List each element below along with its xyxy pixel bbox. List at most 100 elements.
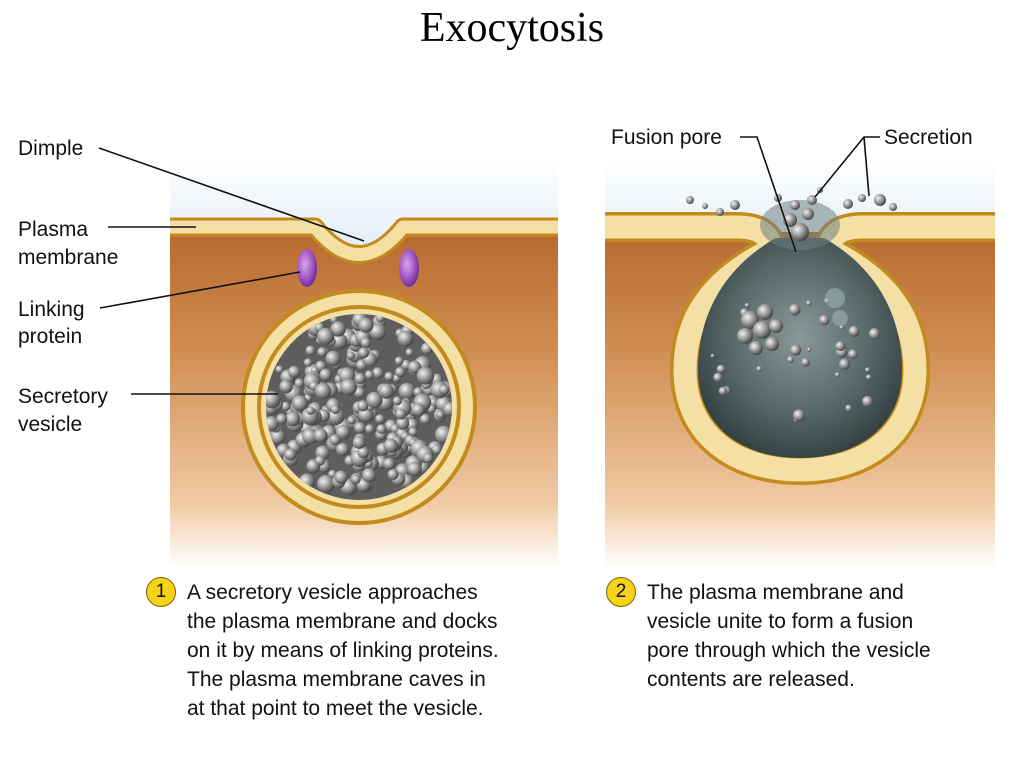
secretory-granule	[376, 424, 387, 434]
secretion-granule	[791, 223, 809, 241]
secretory-granule	[372, 367, 384, 379]
secretory-granule	[868, 328, 881, 340]
secretory-granule	[369, 323, 387, 340]
step-1-caption: A secretory vesicle approaches the plasm…	[187, 578, 499, 723]
secretory-granule	[807, 347, 812, 352]
secretory-granule	[845, 404, 853, 412]
slide-title: Exocytosis	[419, 5, 605, 51]
caption-line: A secretory vesicle approaches	[187, 581, 478, 604]
secretory-granule	[281, 401, 291, 412]
linking-protein-left	[297, 249, 317, 287]
secretory-granule	[360, 337, 371, 348]
secretory-granule	[303, 358, 313, 367]
secretory-granule	[358, 317, 374, 333]
caption-line: The plasma membrane and	[647, 581, 904, 604]
secretory-granule	[408, 360, 422, 374]
secretory-granule	[405, 348, 414, 357]
label-plasma-membrane-line1: Plasma	[18, 218, 88, 241]
secretory-granule	[737, 328, 753, 344]
secretory-granule	[710, 353, 715, 358]
secretory-granule	[387, 468, 399, 480]
label-linking-protein-line1: Linking	[18, 298, 85, 321]
secretory-granule	[416, 367, 435, 385]
caption-line: The plasma membrane caves in	[187, 668, 486, 691]
secretory-granule	[315, 360, 327, 372]
panel-1-leader-lines	[98, 147, 365, 395]
secretory-granule	[832, 310, 848, 326]
secretory-granule	[419, 413, 431, 425]
secretion-granule	[730, 200, 740, 210]
secretory-granule	[848, 349, 858, 360]
secretory-granule	[801, 358, 810, 367]
secretory-granule	[408, 427, 418, 437]
secretion-granule	[686, 196, 694, 204]
caption-line: the plasma membrane and docks	[187, 610, 498, 633]
secretory-granule	[340, 378, 357, 396]
secretory-granule	[317, 327, 335, 345]
secretory-granule	[305, 345, 316, 356]
secretory-granule	[866, 374, 872, 381]
secretory-granule	[266, 390, 281, 409]
secretory-granule	[336, 442, 350, 456]
secretion-granule	[802, 208, 814, 220]
secretory-granule	[431, 444, 442, 455]
secretion-granule	[858, 194, 866, 202]
secretion-granule	[874, 194, 886, 206]
secretory-granule	[793, 409, 805, 422]
label-dimple: Dimple	[18, 137, 83, 160]
secretory-granule	[392, 396, 402, 406]
secretory-granule	[331, 333, 348, 350]
secretory-granule	[397, 330, 414, 347]
label-plasma-membrane-line2: membrane	[18, 246, 118, 269]
secretory-granule	[352, 436, 366, 449]
secretory-granule	[835, 341, 846, 352]
panel-1-illustration	[170, 155, 558, 568]
secretory-granule	[788, 303, 801, 316]
secretory-granule	[839, 325, 845, 330]
caption-line: vesicle unite to form a fusion	[647, 610, 914, 633]
secretory-granule	[365, 424, 375, 434]
secretory-granule	[358, 347, 370, 359]
caption-line: contents are released.	[647, 668, 855, 691]
secretory-granule	[765, 337, 779, 351]
secretory-granule	[862, 395, 874, 407]
secretory-granule	[284, 448, 297, 461]
secretory-granule	[439, 384, 450, 395]
secretory-granule	[865, 367, 871, 373]
secretory-granule	[375, 414, 385, 424]
secretory-granule	[407, 461, 422, 477]
secretory-granule	[769, 319, 783, 333]
secretory-granule	[383, 457, 396, 470]
label-linking-protein-line2: protein	[18, 325, 82, 348]
secretory-granule	[378, 383, 394, 399]
secretory-granule	[317, 347, 328, 357]
secretory-granule	[325, 350, 341, 367]
secretory-granule	[753, 321, 771, 339]
secretory-granule	[330, 321, 346, 337]
secretory-granule	[334, 470, 348, 484]
label-secretory-vesicle-line1: Secretory	[18, 385, 108, 408]
secretion-granule	[889, 203, 897, 211]
secretory-granule	[317, 475, 335, 493]
secretory-granule	[718, 386, 728, 396]
secretory-granule	[806, 300, 812, 306]
label-fusion-pore: Fusion pore	[611, 126, 722, 149]
secretory-granule	[394, 356, 404, 366]
caption-line: pore through which the vesicle	[647, 639, 931, 662]
label-secretory-vesicle-line2: vesicle	[18, 413, 82, 436]
secretory-granule	[335, 424, 351, 440]
secretory-granule	[436, 410, 445, 419]
secretory-granule	[744, 302, 750, 308]
secretory-granule	[411, 403, 425, 417]
secretory-granule	[398, 382, 416, 400]
secretory-granule	[357, 400, 369, 412]
secretory-granule	[319, 368, 332, 381]
linking-protein-right	[399, 249, 419, 287]
step-1-badge: 1	[146, 577, 176, 607]
secretion-granule	[807, 195, 817, 205]
secretory-granule	[790, 344, 802, 356]
secretory-granule	[313, 428, 328, 443]
secretory-granule	[757, 304, 773, 320]
secretory-granule	[713, 372, 723, 382]
